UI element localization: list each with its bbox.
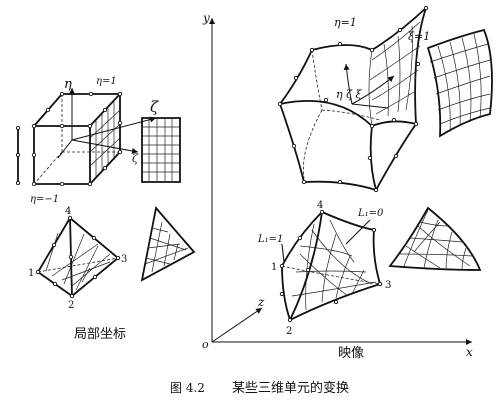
figure-title: 某些三维单元的变换 — [232, 380, 349, 396]
curved-eta-eq-1-label: η=1 — [334, 16, 357, 29]
cube-eta-eq-neg1-label: η=−1 — [30, 194, 59, 205]
curved-hexahedron — [277, 5, 429, 193]
mapping-caption: 映像 — [338, 346, 364, 361]
x-axis-label: x — [466, 345, 473, 359]
tet-node-3-label: 3 — [121, 254, 127, 265]
figure-caption: 图 4.2 某些三维单元的变换 — [170, 380, 349, 396]
parent-tetrahedron — [35, 215, 121, 299]
curved-tet-node-2-label: 2 — [286, 326, 292, 337]
tet-node-2-label: 2 — [68, 300, 74, 311]
global-axes — [209, 18, 472, 345]
L1-eq-1-label: L₁=1 — [257, 234, 283, 245]
z-axis-label: z — [257, 295, 265, 309]
curved-tet-node-4-label: 4 — [317, 200, 323, 211]
curved-tet-node-1-label: 1 — [271, 262, 277, 273]
figure-number: 图 4.2 — [170, 381, 205, 395]
curved-face-grid — [426, 28, 493, 138]
curved-local-axes-label: η ζ ξ — [336, 88, 363, 101]
curved-triangle-grid — [388, 206, 482, 271]
parent-face-grid — [141, 117, 181, 183]
curved-xi-eq-1-label: ξ=1 — [408, 30, 430, 43]
edge-view-line — [15, 125, 21, 186]
mapping-panel: y x z o — [202, 5, 493, 361]
eta-axis-label: η — [64, 77, 72, 92]
L1-eq-0-label: L₁=0 — [357, 208, 384, 219]
cube-eta-eq-1-label: η=1 — [96, 76, 117, 87]
cube-xi-axis-label: ζ — [132, 152, 139, 165]
parent-cube — [31, 88, 157, 187]
y-axis-label: y — [202, 11, 210, 25]
parent-triangle-grid — [140, 206, 196, 282]
local-coordinates-caption: 局部坐标 — [74, 327, 126, 342]
curved-tetrahedron — [279, 209, 383, 323]
tet-node-1-label: 1 — [28, 268, 34, 279]
tet-node-4-label: 4 — [65, 206, 71, 217]
curved-tet-node-3-label: 3 — [385, 280, 391, 291]
local-coordinates-panel: η ζ ζ η=1 η=−1 — [15, 76, 196, 342]
zeta-axis-label: ζ — [150, 98, 159, 116]
origin-label: o — [202, 338, 209, 351]
